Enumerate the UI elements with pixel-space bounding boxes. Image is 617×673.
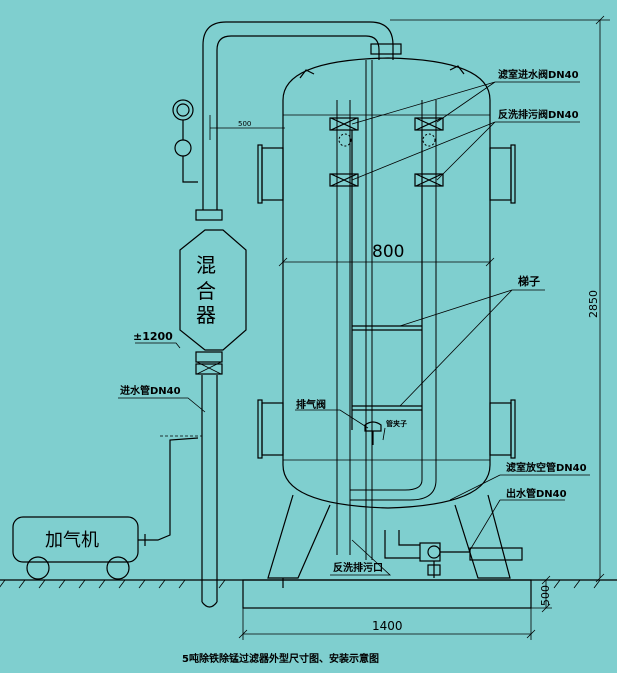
vent-valve-label: 排气阀 [296, 398, 326, 411]
dim-2850: 2850 [587, 290, 600, 318]
pressure-gauge [172, 99, 198, 183]
drain-valve-right [414, 173, 444, 187]
bottom-outlet [384, 530, 470, 578]
vent-valve [364, 421, 382, 445]
mixer-label-3: 器 [196, 303, 216, 327]
dim-base-width [238, 608, 536, 640]
mixer-label-1: 混 [196, 253, 216, 277]
pipe-clamp-label: 管夹子 [386, 419, 407, 428]
dim-diameter [278, 257, 495, 267]
overhead-pipe [202, 21, 402, 210]
ladder [351, 130, 423, 430]
backwash-drain-valve-label: 反洗排污阀DN40 [498, 108, 579, 121]
tank-legs [267, 494, 523, 588]
mixer-label-2: 合 [196, 279, 216, 303]
concrete-base [242, 579, 532, 609]
dim-1400: 1400 [372, 619, 403, 633]
inlet-valve-left [329, 117, 359, 131]
dim-500-small: 500 [238, 120, 251, 128]
inlet-valve-right [414, 117, 444, 131]
elevation-label: ±1200 [133, 330, 173, 343]
filter-vent-pipe-label: 滤室放空管DN40 [506, 461, 587, 474]
inlet-pipe [160, 375, 218, 608]
text-layer: 混 合 器 ±1200 进水管DN40 加气机 500 800 2850 500… [45, 68, 600, 665]
tank-shell [257, 57, 516, 509]
air-compressor [12, 437, 199, 580]
inlet-pipe-label: 进水管DN40 [120, 384, 181, 397]
filter-inlet-valve-label: 滤室进水阀DN40 [498, 68, 579, 81]
mixer-body [179, 209, 247, 375]
dim-500-base: 500 [539, 585, 552, 606]
compressor-label: 加气机 [45, 530, 99, 551]
backwash-drain-port-label: 反洗排污口 [333, 561, 383, 574]
drain-valve-left [329, 173, 359, 187]
drawing-caption: 5吨除铁除锰过滤器外型尺寸图、安装示意图 [182, 652, 379, 665]
dim-height [390, 15, 610, 583]
dim-base-height [531, 575, 552, 613]
dim-800: 800 [372, 242, 404, 262]
ladder-label: 梯子 [518, 274, 540, 288]
leader-lines [118, 81, 590, 576]
ground-hatch [0, 579, 601, 589]
outlet-pipe-label: 出水管DN40 [506, 487, 567, 500]
